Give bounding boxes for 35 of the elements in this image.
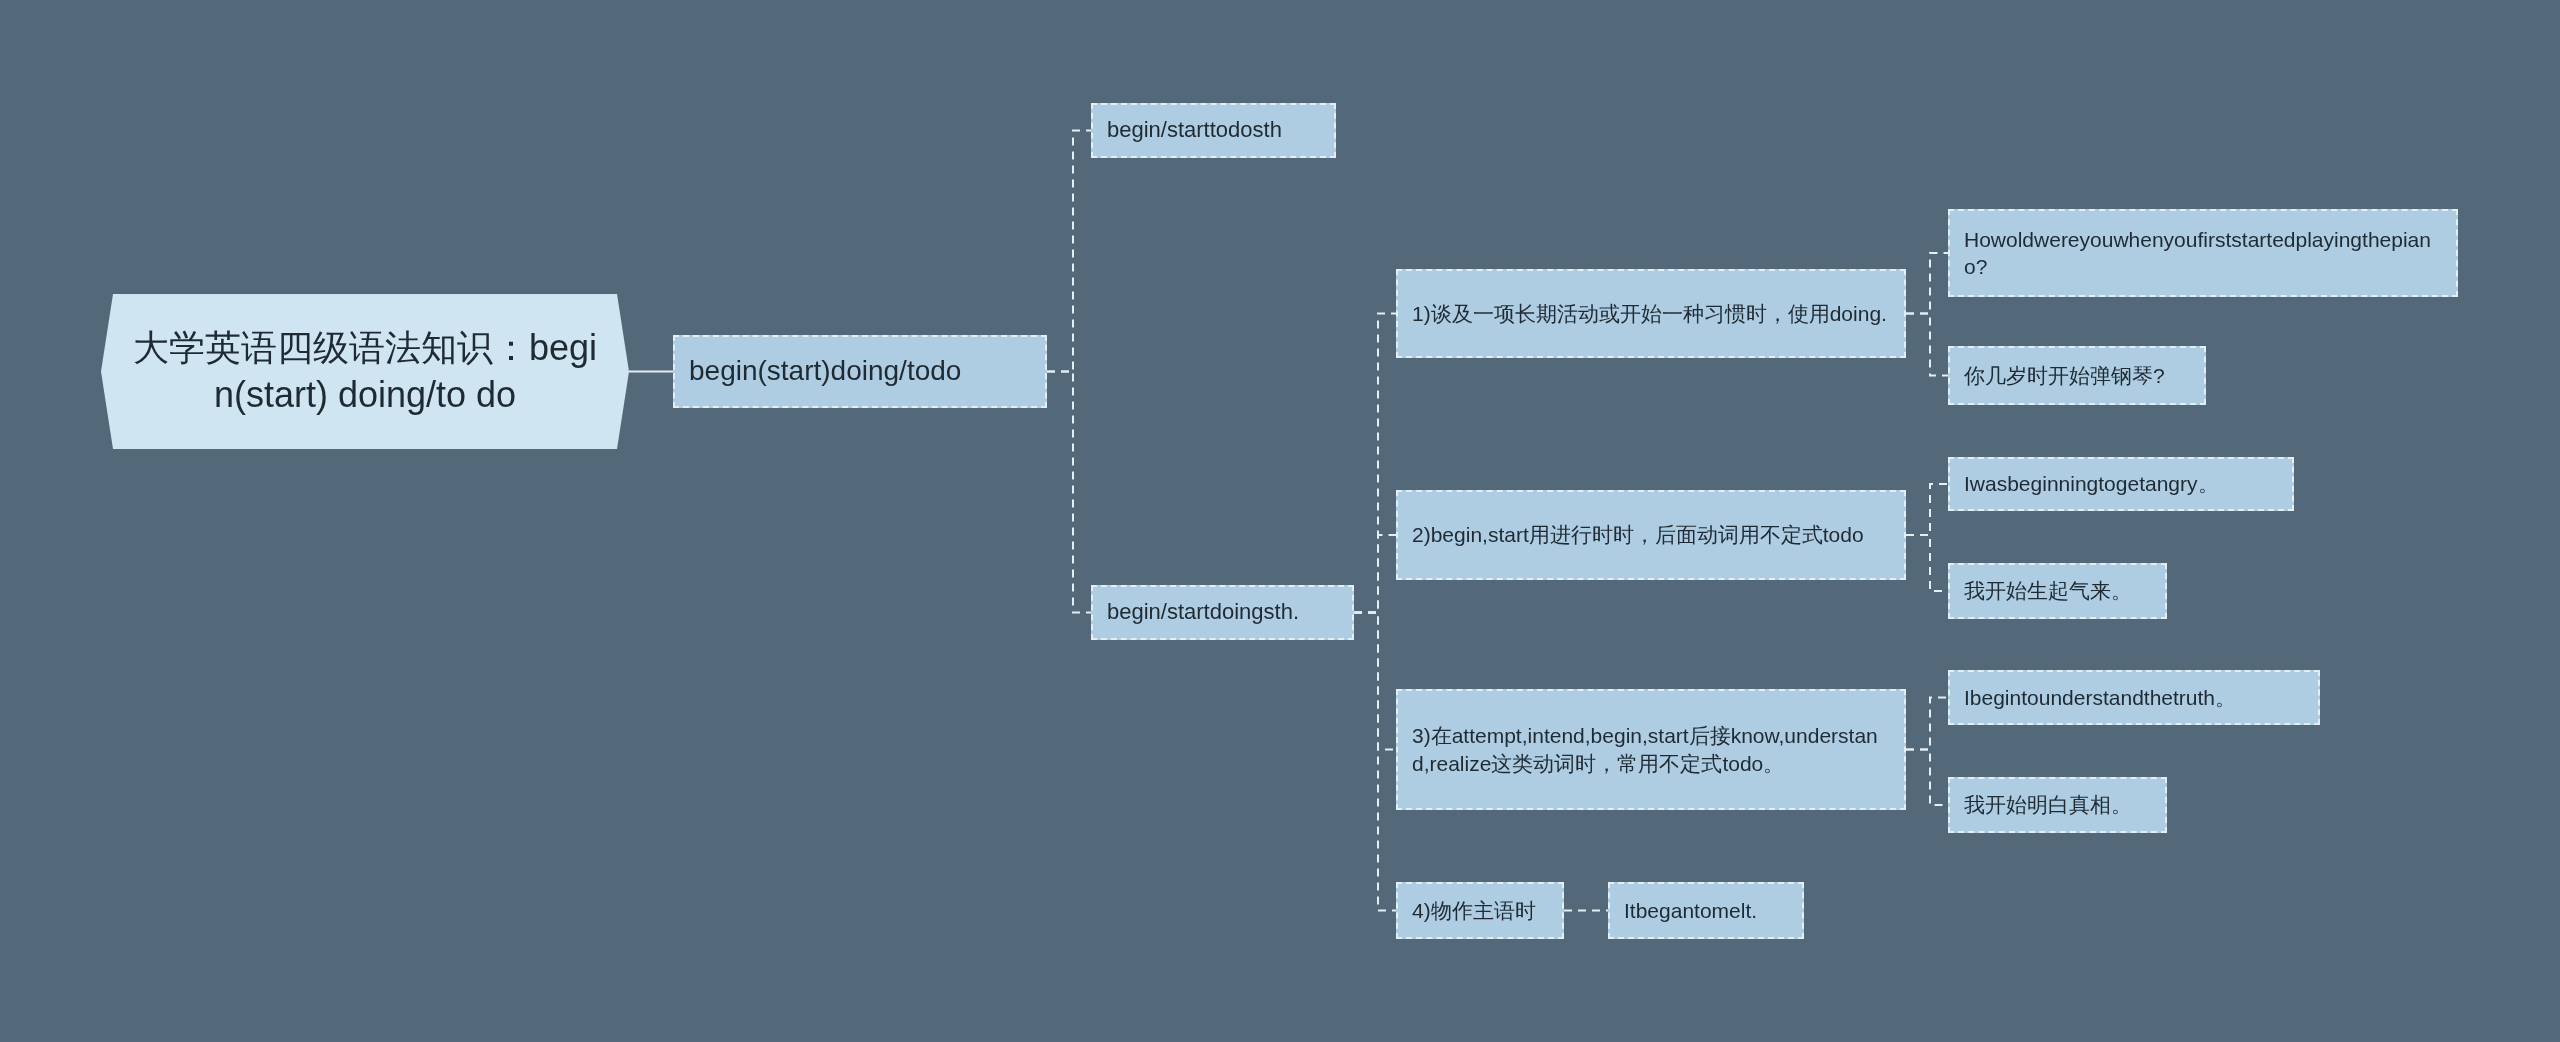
topic-box [1608, 882, 1804, 939]
topic-box [673, 335, 1047, 408]
connector-line [1905, 312, 1949, 377]
topic-box [1948, 457, 2294, 511]
topic-text: 大学英语四级语法知识：begin(start) doing/to do [131, 325, 599, 417]
topic-box [1396, 689, 1906, 810]
topic-text: begin(start)doing/todo [689, 354, 962, 389]
connector-line [1563, 909, 1609, 912]
topic-text: 我开始生起气来。 [1964, 578, 2132, 605]
topic-text: 2)begin,start用进行时时，后面动词用不定式todo [1412, 522, 1864, 549]
connector-line [628, 370, 674, 373]
topic-box [1396, 882, 1564, 939]
topic-text: Ibegintounderstandthetruth。 [1964, 684, 2237, 711]
topic-box [1091, 585, 1354, 640]
topic-text: Howoldwereyouwhenyoufirststartedplayingthepiano? [1964, 226, 2432, 280]
topic-box [1396, 269, 1906, 358]
topic-text: 你几岁时开始弹钢琴? [1964, 362, 2165, 389]
topic-text: 3)在attempt,intend,begin,start后接know,understand,realize这类动词时，常用不定式todo。 [1412, 723, 1879, 777]
topic-text: 1)谈及一项长期活动或开始一种习惯时，使用doing. [1412, 300, 1887, 327]
connector-line [1046, 370, 1092, 614]
topic-box [1396, 490, 1906, 580]
topic-text: Iwasbeginningtogetangry。 [1964, 471, 2219, 498]
topic-text: begin/startdoingsth. [1107, 598, 1300, 627]
connector-line [1353, 611, 1397, 912]
topic-box [1948, 563, 2167, 619]
topic-box [1948, 670, 2320, 725]
topic-box [1948, 777, 2167, 833]
topic-box [1948, 346, 2206, 405]
topic-text: 4)物作主语时 [1412, 897, 1536, 924]
topic-text: Itbegantomelt. [1624, 897, 1758, 924]
root-topic [101, 294, 629, 449]
topic-box [1091, 103, 1336, 158]
topic-text: 我开始明白真相。 [1964, 792, 2132, 819]
topic-text: begin/starttodosth [1107, 116, 1282, 145]
topic-box [1948, 209, 2458, 297]
